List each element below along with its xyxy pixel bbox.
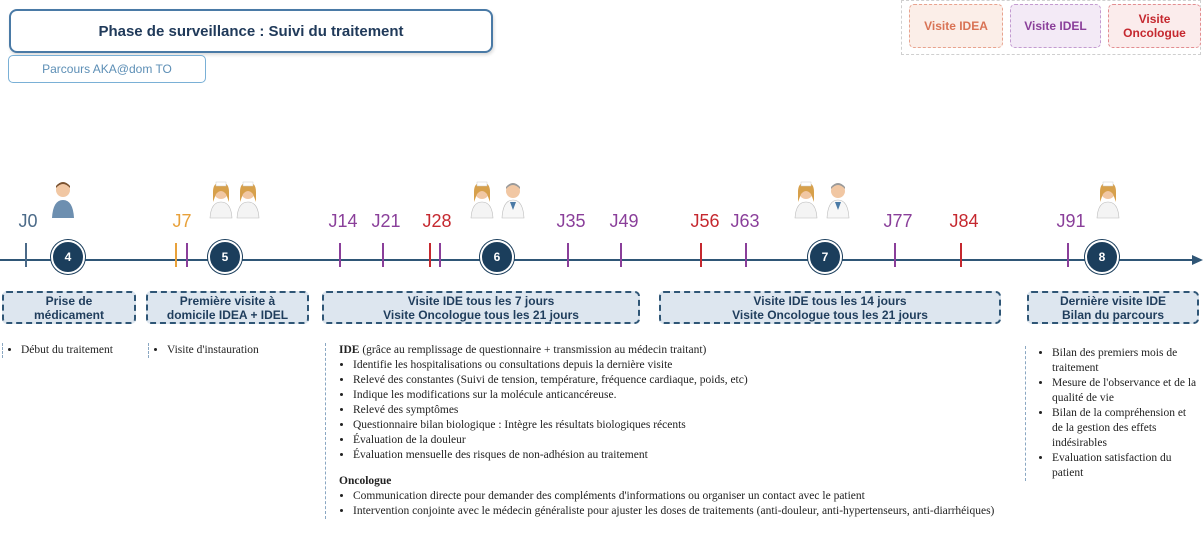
phase-line: domicile IDEA + IDEL [166, 307, 289, 322]
tick-j7-idel [186, 243, 188, 267]
ide-title: IDE [339, 344, 360, 356]
onco-item: Communication directe pour demander des … [353, 489, 1019, 504]
timeline-arrow [0, 255, 1203, 265]
nurse-idel-icon [236, 181, 260, 219]
notes-col-2: Visite d'instauration [148, 343, 283, 358]
step-8: 8 [1085, 240, 1119, 274]
ide-item: Évaluation mensuelle des risques de non-… [353, 448, 1019, 463]
page-title: Phase de surveillance : Suivi du traitem… [9, 9, 493, 53]
tick-j49 [620, 243, 622, 267]
tick-j28-onco [429, 243, 431, 267]
ide-item: Identifie les hospitalisations ou consul… [353, 358, 1019, 373]
phase-line: Visite Oncologue tous les 21 jours [383, 307, 579, 322]
phase-line: Bilan du parcours [1061, 307, 1165, 322]
phase-line: Visite Oncologue tous les 21 jours [732, 307, 928, 322]
phase-line: Première visite à [179, 293, 276, 308]
nurse-icon [470, 181, 494, 219]
phase-line: médicament [33, 307, 105, 322]
phase-line: Visite IDE tous les 7 jours [407, 293, 555, 308]
step-6: 6 [480, 240, 514, 274]
onco-title: Oncologue [339, 475, 392, 487]
day-label-j21: J21 [371, 211, 401, 231]
note-item: Bilan de la compréhension et de la gesti… [1052, 406, 1197, 451]
phase-line: Visite IDE tous les 14 jours [753, 293, 907, 308]
nurse-idea-icon [209, 181, 233, 219]
tick-j28-idel [439, 243, 441, 267]
ide-item: Évaluation de la douleur [353, 433, 1019, 448]
nurse-icon-2 [794, 181, 818, 219]
onco-item: Intervention conjointe avec le médecin g… [353, 504, 1019, 519]
day-label-j49: J49 [609, 211, 639, 231]
phase-line: Dernière visite IDE [1059, 293, 1167, 308]
tick-j7-idea [175, 243, 177, 267]
tick-j91 [1067, 243, 1069, 267]
day-label-j0: J0 [18, 211, 38, 231]
tick-j21 [382, 243, 384, 267]
ide-item: Indique les modifications sur la molécul… [353, 388, 1019, 403]
day-label-j77: J77 [883, 211, 913, 231]
tick-j77 [894, 243, 896, 267]
legend-visite-idea: Visite IDEA [909, 4, 1003, 48]
oncologist-icon-2 [826, 183, 850, 219]
tick-j14 [339, 243, 341, 267]
note-item: Début du traitement [21, 343, 127, 358]
step-5: 5 [208, 240, 242, 274]
notes-col-1: Début du traitement [2, 343, 127, 358]
tick-j35 [567, 243, 569, 267]
day-label-j14: J14 [328, 211, 358, 231]
note-item: Mesure de l'observance et de la qualité … [1052, 376, 1197, 406]
nurse-icon-3 [1096, 181, 1120, 219]
day-label-j35: J35 [556, 211, 586, 231]
day-label-j28: J28 [422, 211, 452, 231]
step-4: 4 [51, 240, 85, 274]
ide-subtitle: (grâce au remplissage de questionnaire +… [359, 344, 707, 356]
legend-visite-idel: Visite IDEL [1010, 4, 1101, 48]
day-label-j56: J56 [690, 211, 720, 231]
ide-item: Relevé des constantes (Suivi de tension,… [353, 373, 1019, 388]
day-label-j63: J63 [730, 211, 760, 231]
pathway-label: Parcours AKA@dom TO [8, 55, 206, 83]
doctor-icon [52, 182, 74, 218]
notes-col-ide-onco: IDE (grâce au remplissage de questionnai… [325, 343, 1019, 519]
ide-item: Questionnaire bilan biologique : Intègre… [353, 418, 1019, 433]
day-label-j7: J7 [172, 211, 192, 231]
legend-visite-oncologue: Visite Oncologue [1108, 4, 1201, 48]
note-item: Bilan des premiers mois de traitement [1052, 346, 1197, 376]
oncologist-icon [501, 183, 525, 219]
tick-j63 [745, 243, 747, 267]
day-label-j91: J91 [1056, 211, 1086, 231]
step-7: 7 [808, 240, 842, 274]
tick-j56 [700, 243, 702, 267]
day-label-j84: J84 [949, 211, 979, 231]
note-item: Visite d'instauration [167, 343, 283, 358]
tick-j84 [960, 243, 962, 267]
tick-j0 [25, 243, 27, 267]
note-item: Evaluation satisfaction du patient [1052, 451, 1197, 481]
phase-line: Prise de [45, 293, 93, 308]
ide-item: Relevé des symptômes [353, 403, 1019, 418]
notes-col-5: Bilan des premiers mois de traitement Me… [1025, 346, 1197, 481]
